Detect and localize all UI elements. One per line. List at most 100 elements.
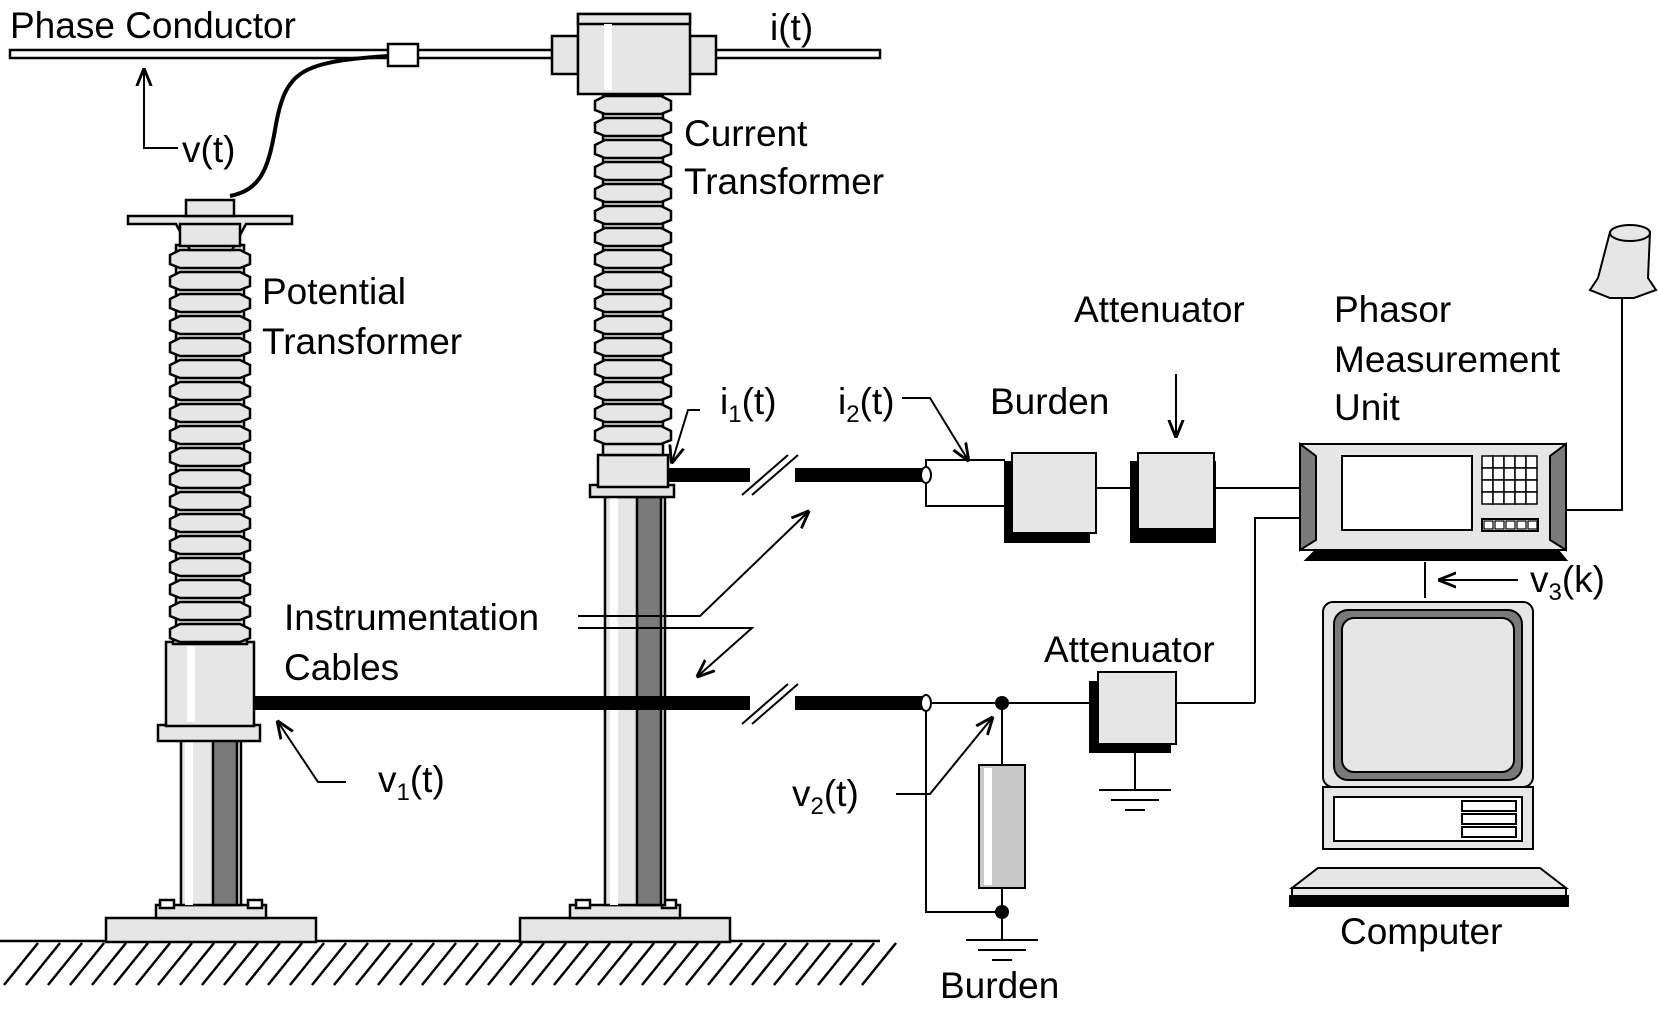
burden-box-ct [1004, 452, 1097, 543]
ground-hatch-mark [487, 942, 523, 986]
v1-label: v1(t) [378, 759, 445, 806]
ground-hatch-mark [333, 942, 369, 986]
insulator-fin [593, 138, 673, 160]
pmu-keypad-key [1492, 491, 1505, 505]
ground-hatch-mark [443, 942, 479, 986]
pmu-keypad-key [1525, 479, 1538, 493]
insulator-fin [593, 182, 673, 204]
pmu-keypad-key [1525, 467, 1538, 481]
phasor-measurement-unit [1299, 442, 1569, 561]
phase-conductor-line [8, 42, 882, 68]
ground-hatch-mark [729, 942, 765, 986]
insulator-fin [593, 204, 673, 226]
pmu-keypad-key [1481, 455, 1494, 469]
ground-hatch-mark [751, 942, 787, 986]
pmu-keypad-key [1503, 491, 1516, 505]
ground-hatch-mark [465, 942, 501, 986]
ground-hatch-mark [685, 942, 721, 986]
ground-hatch-mark [135, 942, 171, 986]
junction-dots [995, 696, 1009, 919]
pmu-keypad-key [1481, 467, 1494, 481]
ground-hatch-mark [377, 942, 413, 986]
insulator-fin [168, 534, 252, 556]
ground-hatch-mark [553, 942, 589, 986]
pmu-keypad-key [1514, 491, 1527, 505]
pmu-keypad-key [1503, 467, 1516, 481]
insulator-fin [593, 292, 673, 314]
ground-hatch-mark [531, 942, 567, 986]
ground-hatch-mark [47, 942, 83, 986]
v2-label: v2(t) [792, 773, 859, 820]
pmu-function-key [1527, 520, 1538, 530]
attenuator-box-pt [1089, 671, 1177, 753]
insulator-fin [168, 292, 252, 314]
ground-hatch-mark [795, 942, 831, 986]
attenuator-box-ct [1130, 452, 1216, 543]
insulator-fin [593, 402, 673, 424]
pmu-label-line1: Phasor [1334, 289, 1451, 330]
insulator-fin [593, 116, 673, 138]
insulator-fin [593, 424, 673, 446]
pmu-keypad-key [1492, 467, 1505, 481]
pt-label-line2: Transformer [262, 321, 462, 362]
pmu-label-line2: Measurement [1334, 339, 1561, 380]
ground-hatch-mark [641, 942, 677, 986]
ground-hatch-mark [509, 942, 545, 986]
ct-label-line1: Current [684, 113, 808, 154]
insulator-fin [168, 622, 252, 644]
ground-hatch-mark [839, 942, 875, 986]
computer-monitor [1322, 601, 1534, 788]
i2-label: i2(t) [838, 381, 895, 428]
ground-hatch-mark [311, 942, 347, 986]
insulator-fin [168, 248, 252, 270]
pmu-function-key [1505, 520, 1516, 530]
i1-label: i1(t) [720, 381, 777, 428]
pmu-keypad-key [1525, 455, 1538, 469]
cables-label-line1: Instrumentation [284, 597, 539, 638]
pmu-keypad-key [1481, 479, 1494, 493]
ct-label-line2: Transformer [684, 161, 884, 202]
pmu-function-key [1483, 520, 1494, 530]
pmu-keypad-key [1481, 491, 1494, 505]
burden-label-bottom: Burden [940, 965, 1059, 1006]
burden-label-top: Burden [990, 381, 1109, 422]
insulator-fin [168, 314, 252, 336]
insulator-fin [168, 446, 252, 468]
ground-hatch-mark [3, 942, 39, 986]
pmu-keypad-key [1492, 455, 1505, 469]
pmu-keypad-key [1492, 479, 1505, 493]
voltage-v-t-label: v(t) [182, 129, 235, 170]
pmu-function-key [1516, 520, 1527, 530]
ground-hatch-mark [597, 942, 633, 986]
pt-label-line1: Potential [262, 271, 406, 312]
computer-label: Computer [1340, 911, 1502, 952]
ground-hatch-mark [179, 942, 215, 986]
pmu-keypad-key [1514, 467, 1527, 481]
insulator-fin [593, 270, 673, 292]
insulator-fin [168, 424, 252, 446]
insulator-fin [593, 94, 673, 116]
insulator-fin [593, 248, 673, 270]
ground-hatch-mark [223, 942, 259, 986]
ground-hatch-mark [245, 942, 281, 986]
computer-base [1322, 786, 1534, 850]
insulator-fin [168, 600, 252, 622]
insulator-fin [168, 512, 252, 534]
pmu-keypad-key [1514, 479, 1527, 493]
ground-hatch-mark [113, 942, 149, 986]
ground-hatch-mark [69, 942, 105, 986]
insulator-fin [593, 226, 673, 248]
pmu-function-key [1494, 520, 1505, 530]
ground-hatch-mark [91, 942, 127, 986]
ground-hatch-mark [575, 942, 611, 986]
pmu-keypad-key [1503, 479, 1516, 493]
burden-resistor [978, 764, 1026, 889]
ground-hatch-mark [421, 942, 457, 986]
insulator-fin [168, 380, 252, 402]
ground-hatch-mark [355, 942, 391, 986]
ground-hatch-mark [157, 942, 193, 986]
ground-hatch-mark [201, 942, 237, 986]
ground-hatch-mark [267, 942, 303, 986]
pt-lead-wire [229, 54, 389, 198]
